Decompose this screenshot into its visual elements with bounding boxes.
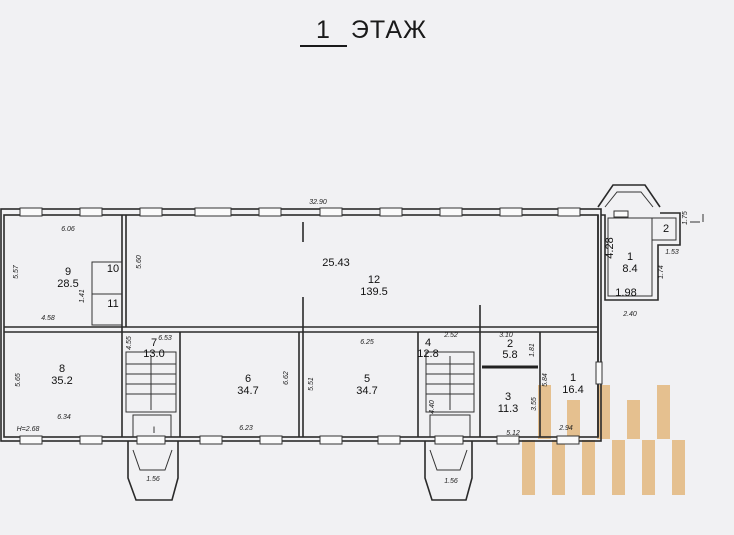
annex-room-1-number: 1 [627,251,633,263]
stair-mark: I [153,425,156,435]
dim: 6.25 [360,339,374,346]
dim: 2.52 [443,332,458,339]
dim: 4.55 [126,336,133,350]
room-12-area: 139.5 [360,286,388,298]
room-1-area: 16.4 [562,384,583,396]
floor-label: ЭТАЖ [350,16,428,44]
room-8-number: 8 [59,363,65,375]
room-2-number: 2 [507,338,513,350]
dim-total-length: 32.90 [309,199,327,206]
dim-4-28: 4.28 [604,237,616,258]
room-2-area: 5.8 [502,349,517,361]
dim: 5.84 [542,373,549,387]
dim: 3.55 [531,397,538,411]
room-11-number: 11 [107,298,118,310]
dim: 2.40 [622,311,637,318]
room-5-number: 5 [364,373,370,385]
dim-25-43: 25.43 [322,257,350,269]
dim: 5.60 [136,255,143,269]
dim-1-98: 1.98 [615,287,636,299]
watermark-logo [522,385,685,495]
dim: 6.62 [283,371,290,385]
room-labels: 9 28.5 10 11 12 139.5 8 35.2 7 13.0 6 34… [51,223,669,435]
dim: 1.56 [146,476,160,483]
annex-room-1-area: 8.4 [622,263,637,275]
room-6-area: 34.7 [237,385,258,397]
dim: 5.57 [13,264,20,279]
room-9-number: 9 [65,266,71,278]
room-9-area: 28.5 [57,278,78,290]
dim: 1.41 [79,289,86,303]
dim: 1.81 [529,343,536,357]
dim: 6.06 [61,226,75,233]
room-12-number: 12 [368,274,380,286]
annex-room-2-number: 2 [663,223,669,235]
dim: 5.51 [308,377,315,391]
entrance-canopy [597,184,661,208]
dim: 1.53 [665,249,679,256]
room-4-number: 4 [425,337,431,349]
dim-ceiling-height: H=2.68 [17,426,40,433]
dim: 6.53 [158,335,172,342]
dim: 6.23 [239,425,253,432]
dim: 4.40 [429,400,436,414]
room-1-number: 1 [570,372,576,384]
room-3-number: 3 [505,391,511,403]
dim: 2.94 [558,425,573,432]
dim: 6.34 [57,414,71,421]
windows [19,207,629,445]
dim: 1.74 [658,265,665,279]
porch-right [424,441,473,501]
dimension-labels: 32.90 6.06 5.57 5.60 4.58 1.41 4.55 6.53… [13,199,689,485]
room-7-number: 7 [151,337,157,349]
room-3-area: 11.3 [498,403,519,415]
dim: 5.65 [15,373,22,387]
dim: 3.10 [499,332,513,339]
floor-number: 1 [300,16,347,47]
dim: 5.12 [506,430,520,437]
dim: 1.75 [682,211,689,225]
walls [0,184,704,501]
annex [601,212,681,301]
dim: 4.58 [41,315,55,322]
porch-left [127,441,179,501]
room-7-area: 13.0 [143,348,164,360]
stair-right [425,351,475,438]
stair-left [125,351,177,438]
room-5-area: 34.7 [356,385,377,397]
room-4-area: 12.8 [417,348,438,360]
room-6-number: 6 [245,373,251,385]
dim: 1.56 [444,478,458,485]
room-10-number: 10 [107,263,119,275]
room-8-area: 35.2 [51,375,72,387]
